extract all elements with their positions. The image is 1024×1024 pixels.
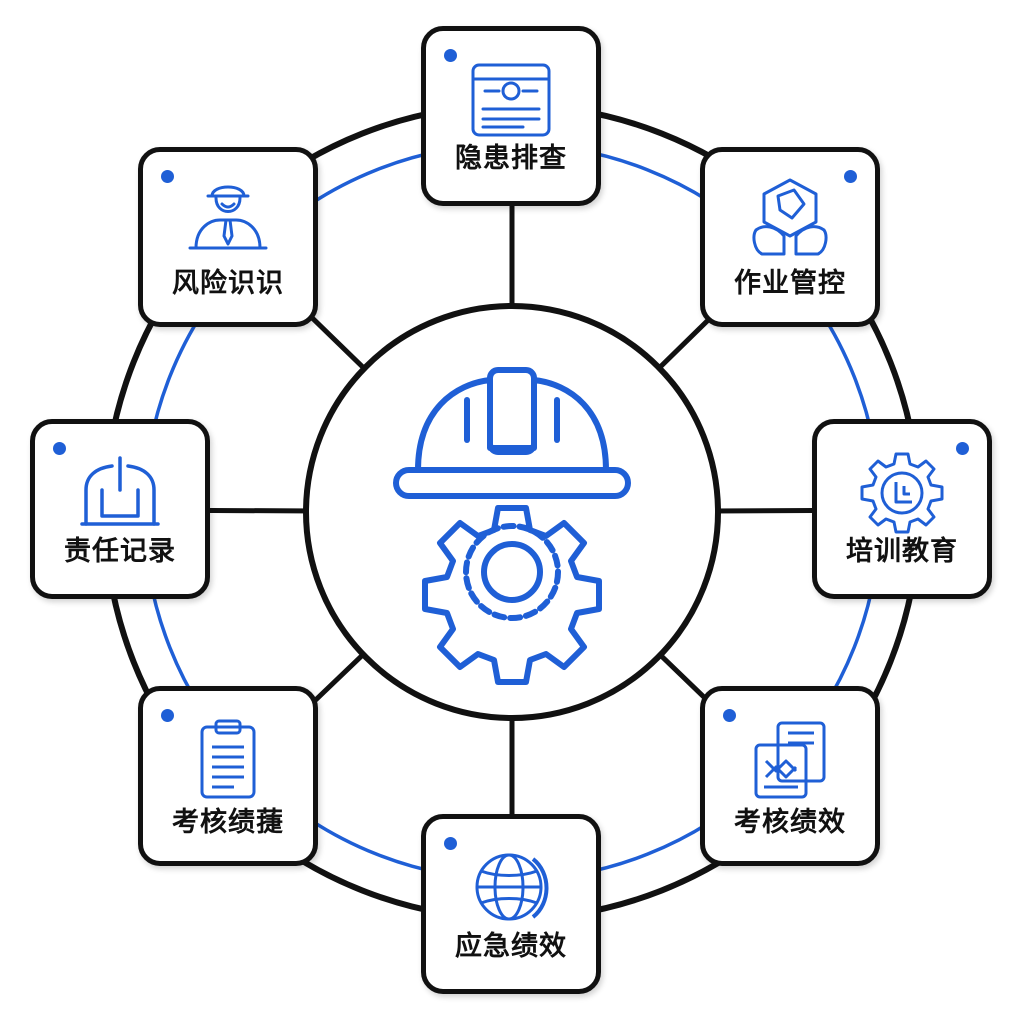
node-label: 考核绩蓵: [172, 807, 284, 838]
node-label: 风险识识: [172, 268, 284, 299]
gear-badge-icon: [860, 452, 944, 534]
hexagon-hands-icon: [752, 178, 828, 256]
clipboard-icon: [200, 719, 256, 799]
id-card-icon: [471, 63, 551, 137]
node-label: 考核绩效: [734, 807, 846, 838]
node-hazard-inspection[interactable]: 隐患排查: [421, 26, 601, 206]
node-risk-identification[interactable]: 风险识识: [138, 147, 318, 327]
node-assessment-performance[interactable]: 考核绩效: [700, 686, 880, 866]
status-dot: [161, 709, 174, 722]
document-stack-icon: [754, 721, 826, 799]
node-label: 责任记录: [64, 536, 176, 567]
status-dot: [956, 442, 969, 455]
status-dot: [53, 442, 66, 455]
node-assessment-record[interactable]: 考核绩蓵: [138, 686, 318, 866]
node-label: 应急绩效: [455, 931, 567, 962]
status-dot: [444, 837, 457, 850]
node-training-education[interactable]: 培训教育: [812, 419, 992, 599]
safety-helmet-gear-icon: [393, 367, 631, 685]
node-operation-control[interactable]: 作业管控: [700, 147, 880, 327]
status-dot: [444, 49, 457, 62]
worker-icon: [188, 185, 268, 250]
status-dot: [844, 170, 857, 183]
node-emergency-performance[interactable]: 应急绩效: [421, 814, 601, 994]
node-label: 作业管控: [734, 268, 846, 299]
node-responsibility-record[interactable]: 责任记录: [30, 419, 210, 599]
node-label: 隐患排查: [455, 143, 567, 174]
globe-icon: [475, 853, 549, 921]
node-label: 培训教育: [846, 536, 958, 567]
hard-hat-outline-icon: [80, 456, 160, 526]
status-dot: [723, 709, 736, 722]
center-hub: [303, 303, 721, 721]
status-dot: [161, 170, 174, 183]
